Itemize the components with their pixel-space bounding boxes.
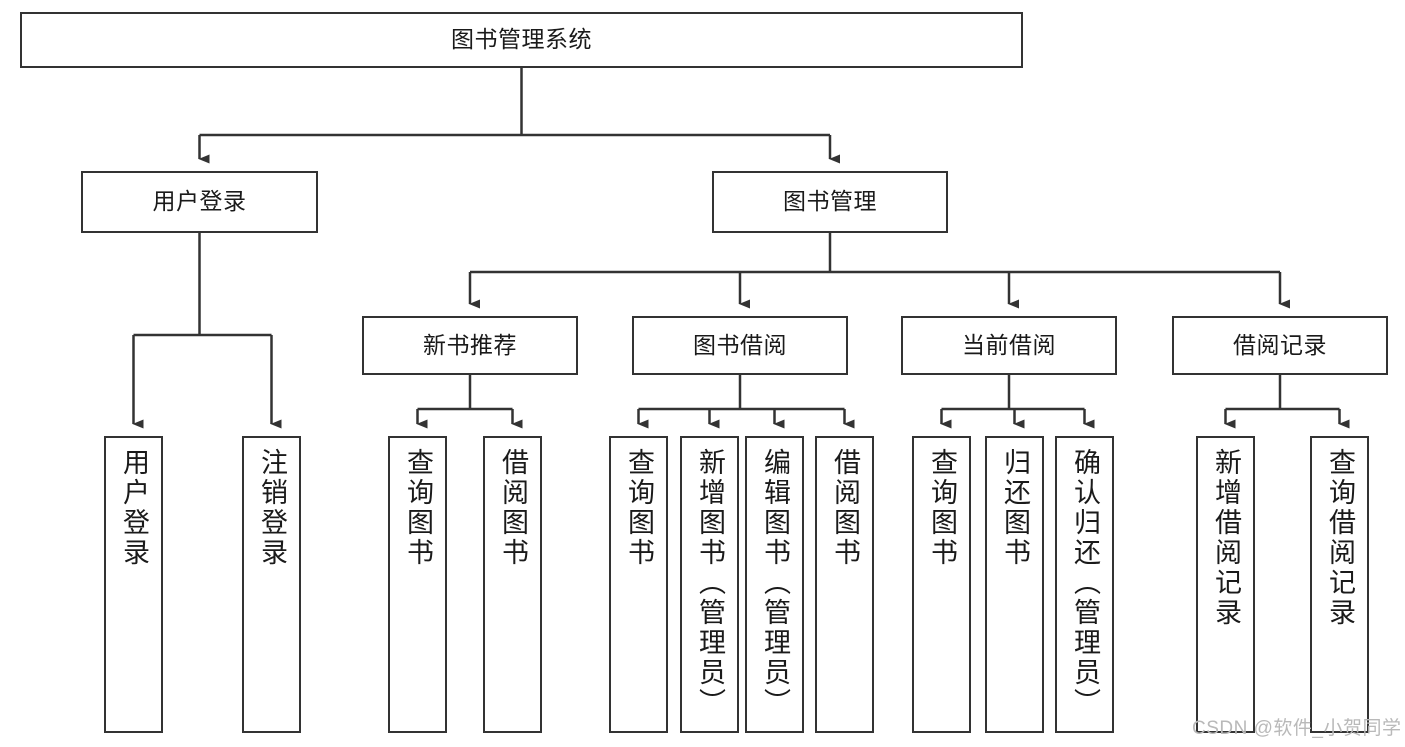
node-leaf-return-book[interactable]: 归还图书 xyxy=(985,436,1044,733)
node-book-borrow[interactable]: 图书借阅 xyxy=(632,316,848,375)
node-label-user-login: 用户登录 xyxy=(152,188,247,215)
node-label-leaf-user-login: 用户登录 xyxy=(119,448,149,568)
node-leaf-add-book[interactable]: 新增图书（管理员） xyxy=(680,436,739,733)
node-leaf-edit-book[interactable]: 编辑图书（管理员） xyxy=(745,436,804,733)
node-leaf-query-book-3[interactable]: 查询图书 xyxy=(912,436,971,733)
node-leaf-query-record[interactable]: 查询借阅记录 xyxy=(1310,436,1369,733)
node-label-leaf-confirm-return: 确认归还（管理员） xyxy=(1070,448,1100,718)
node-leaf-user-login[interactable]: 用户登录 xyxy=(104,436,163,733)
node-label-leaf-query-book-3: 查询图书 xyxy=(927,448,957,568)
node-label-new-book-rec: 新书推荐 xyxy=(423,331,517,358)
node-leaf-logout[interactable]: 注销登录 xyxy=(242,436,301,733)
node-user-login[interactable]: 用户登录 xyxy=(81,171,318,233)
node-label-leaf-query-book-1: 查询图书 xyxy=(403,448,433,568)
node-label-book-manage: 图书管理 xyxy=(783,188,877,215)
node-label-leaf-query-book-2: 查询图书 xyxy=(624,448,654,568)
node-leaf-query-book-2[interactable]: 查询图书 xyxy=(609,436,668,733)
node-leaf-add-record[interactable]: 新增借阅记录 xyxy=(1196,436,1255,733)
node-label-book-borrow: 图书借阅 xyxy=(693,331,787,358)
node-leaf-confirm-return[interactable]: 确认归还（管理员） xyxy=(1055,436,1114,733)
node-label-leaf-borrow-book-1: 借阅图书 xyxy=(498,448,528,568)
node-label-leaf-logout: 注销登录 xyxy=(257,448,287,568)
node-label-leaf-query-record: 查询借阅记录 xyxy=(1325,448,1355,628)
node-leaf-borrow-book-2[interactable]: 借阅图书 xyxy=(815,436,874,733)
node-root[interactable]: 图书管理系统 xyxy=(20,12,1023,68)
watermark-text: CSDN @软件_小贺同学 xyxy=(1192,718,1402,739)
node-leaf-query-book-1[interactable]: 查询图书 xyxy=(388,436,447,733)
node-book-manage[interactable]: 图书管理 xyxy=(712,171,948,233)
node-label-borrow-record: 借阅记录 xyxy=(1233,331,1327,358)
node-label-leaf-borrow-book-2: 借阅图书 xyxy=(830,448,860,568)
node-label-leaf-add-book: 新增图书（管理员） xyxy=(695,448,725,718)
node-current-borrow[interactable]: 当前借阅 xyxy=(901,316,1117,375)
node-label-current-borrow: 当前借阅 xyxy=(962,331,1056,358)
node-label-leaf-edit-book: 编辑图书（管理员） xyxy=(760,448,790,718)
node-leaf-borrow-book-1[interactable]: 借阅图书 xyxy=(483,436,542,733)
node-new-book-rec[interactable]: 新书推荐 xyxy=(362,316,578,375)
node-borrow-record[interactable]: 借阅记录 xyxy=(1172,316,1388,375)
node-label-root: 图书管理系统 xyxy=(451,26,592,53)
node-label-leaf-add-record: 新增借阅记录 xyxy=(1211,448,1241,628)
node-label-leaf-return-book: 归还图书 xyxy=(1000,448,1030,568)
